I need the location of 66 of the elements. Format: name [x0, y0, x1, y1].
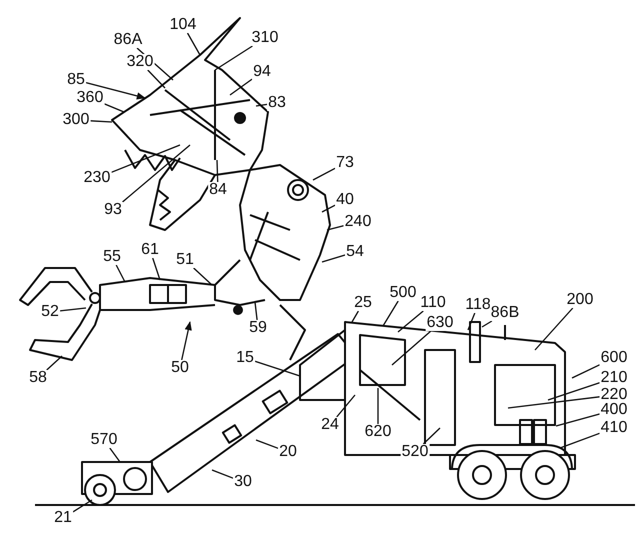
leader-line — [212, 469, 234, 479]
leader-line — [147, 70, 166, 88]
leader-line — [556, 413, 600, 427]
leader-line — [351, 310, 359, 322]
callout-number: 310 — [250, 30, 280, 46]
callout-number: 86A — [112, 32, 144, 48]
leader-line — [46, 356, 62, 370]
callout-number: 570 — [90, 432, 118, 448]
callout-number: 83 — [267, 95, 287, 111]
callout-number: 73 — [335, 155, 355, 171]
callout-number: 61 — [140, 242, 160, 258]
callout-number: 25 — [353, 295, 373, 311]
leader-line — [398, 310, 424, 332]
callout-number: 40 — [335, 192, 355, 208]
callout-number: 86B — [490, 305, 520, 321]
leader-line — [534, 308, 574, 350]
leader-line — [422, 428, 440, 444]
leader-line — [336, 394, 356, 418]
leader-line — [109, 448, 121, 462]
arrow — [86, 82, 146, 100]
leader-line — [322, 254, 346, 263]
leader-line — [392, 330, 432, 366]
callout-number: 118 — [464, 297, 492, 313]
leader-line — [254, 360, 300, 377]
callout-number: 400 — [600, 402, 628, 418]
leader-line — [116, 264, 126, 282]
leader-line — [122, 144, 190, 202]
leader-line — [186, 32, 201, 56]
leader-line — [256, 439, 278, 449]
callout-number: 410 — [600, 420, 628, 436]
callout-number: 200 — [566, 292, 594, 308]
callout-number: 600 — [600, 350, 628, 366]
leader-line — [560, 432, 600, 449]
leader-line — [111, 144, 180, 173]
leader-line — [60, 307, 86, 312]
leader-line — [548, 382, 600, 401]
leader-line — [482, 320, 492, 328]
leader-line — [72, 499, 92, 512]
leader-line — [382, 300, 399, 326]
leader-line — [230, 78, 252, 96]
leader-line — [467, 312, 476, 330]
callout-number: 360 — [76, 90, 104, 106]
callout-number: 500 — [388, 285, 418, 301]
callout-number: 630 — [426, 315, 454, 331]
leader-line — [322, 204, 336, 213]
leader-line — [216, 160, 218, 182]
callout-number: 55 — [102, 249, 122, 265]
callout-number: 51 — [175, 252, 195, 268]
leader-line — [572, 364, 600, 379]
leader-line — [152, 258, 161, 280]
callout-number: 104 — [168, 17, 198, 33]
leader-line — [90, 120, 112, 123]
callout-number: 94 — [252, 64, 272, 80]
leader-line — [214, 45, 253, 71]
arrow — [181, 321, 192, 360]
leader-line — [254, 302, 258, 320]
leader-line — [104, 103, 124, 113]
leader-line — [508, 396, 600, 409]
callout-number: 320 — [126, 54, 154, 70]
leader-line — [312, 168, 336, 181]
callout-number: 110 — [419, 295, 447, 311]
leader-line — [326, 225, 344, 231]
leader-line — [193, 268, 212, 286]
leader-line — [377, 388, 379, 424]
leader-line — [256, 104, 268, 107]
callout-number: 210 — [600, 370, 628, 386]
